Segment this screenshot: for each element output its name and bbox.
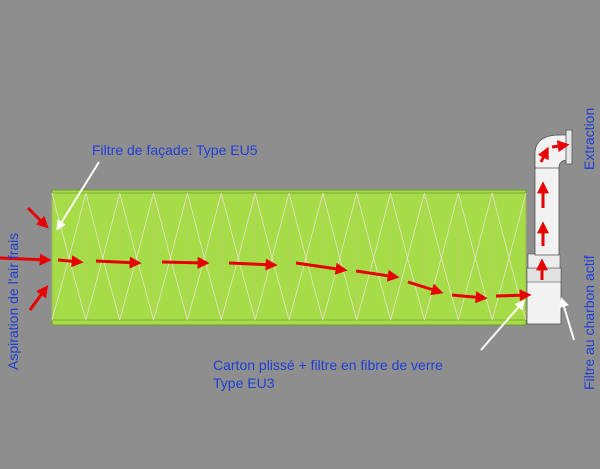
- pleat-fold-bottom: [322, 256, 358, 321]
- airflow-arrow: [495, 289, 532, 302]
- airflow-arrow: [355, 269, 400, 282]
- label-pleated-filter-line1: Carton plissé + filtre en fibre de verre: [213, 357, 443, 373]
- airflow-arrow: [28, 285, 49, 311]
- pleat-fold-bottom: [85, 256, 121, 321]
- pleat-fold-bottom: [356, 256, 391, 321]
- airflow-arrow: [0, 253, 52, 266]
- airflow-arrows: [0, 140, 570, 311]
- airflow-arrow: [57, 255, 84, 268]
- label-charcoal-filter: Filtre au charbon actif: [581, 255, 597, 390]
- extraction-duct: [534, 129, 573, 256]
- pleat-fold-bottom: [153, 256, 188, 321]
- charcoal-filter-unit: [526, 253, 562, 325]
- airflow-arrow: [451, 291, 488, 304]
- pointer-arrow-charcoal: [559, 297, 575, 341]
- label-facade-filter: Filtre de façade: Type EU5: [92, 142, 258, 158]
- airflow-arrow: [407, 280, 444, 296]
- pointer-arrow-facade: [56, 161, 100, 231]
- airflow-arrow: [161, 256, 210, 269]
- pleat-fold-bottom: [390, 256, 425, 321]
- label-pleated-filter-line2: Type EU3: [213, 375, 275, 391]
- filter-panel: [51, 189, 527, 326]
- pleat-fold-bottom: [220, 256, 256, 321]
- airflow-arrow: [295, 261, 348, 275]
- airflow-arrow: [95, 256, 142, 269]
- pleat-fold-bottom: [424, 256, 459, 321]
- label-extraction: Extraction: [581, 108, 597, 170]
- pleat-fold-bottom: [51, 256, 87, 321]
- airflow-arrow: [228, 258, 278, 271]
- pleat-fold-bottom: [288, 256, 324, 321]
- airflow-arrow: [537, 146, 549, 163]
- pleat-fold-bottom: [254, 256, 290, 321]
- airflow-arrow: [26, 206, 49, 229]
- label-fresh-air-intake: Aspiration de l'air frais: [5, 233, 21, 370]
- pointer-arrows: [56, 161, 575, 351]
- airflow-arrow: [551, 140, 570, 153]
- pointer-arrow-pleated: [480, 299, 525, 351]
